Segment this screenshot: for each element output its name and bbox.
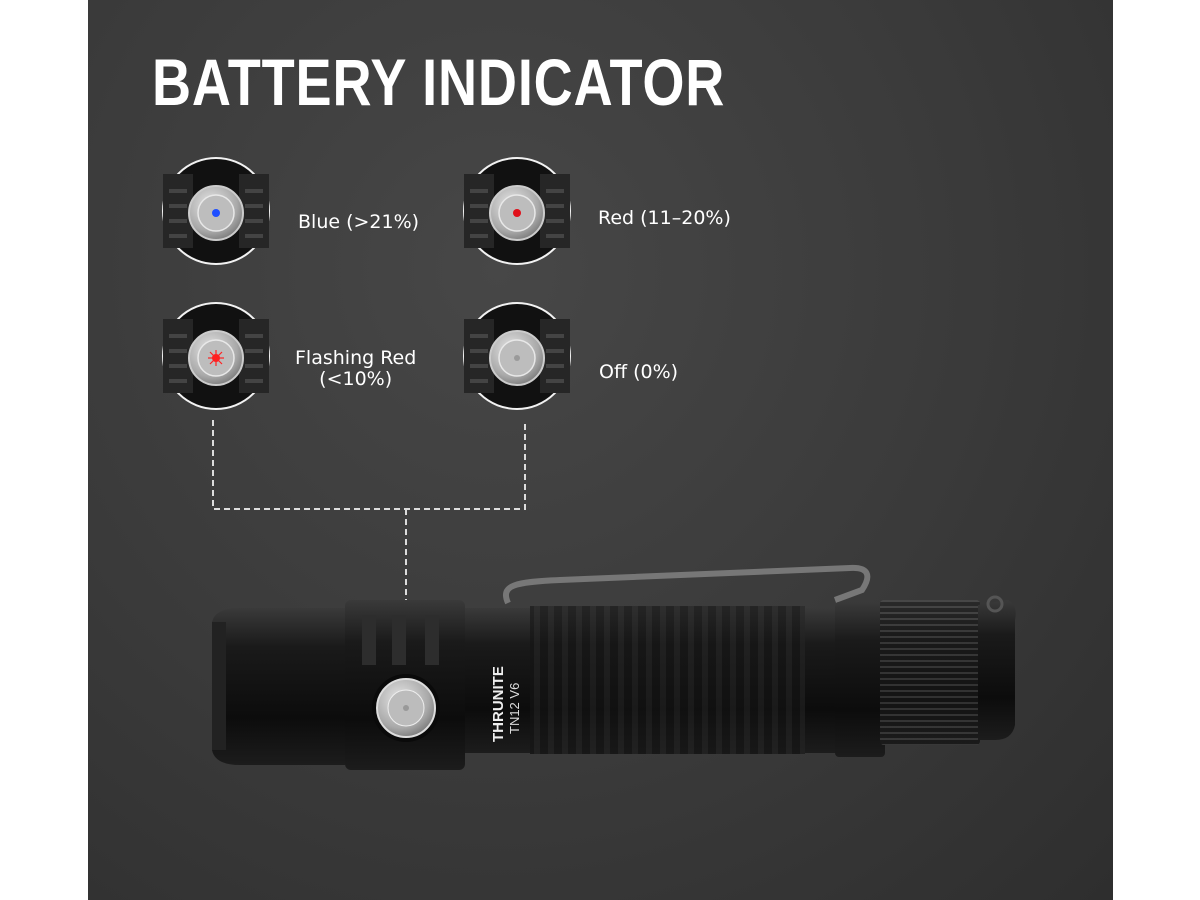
indicator-label: Blue (>21%): [298, 211, 420, 233]
indicator-label-line2: (<10%): [319, 368, 393, 390]
indicator-blue: [161, 156, 271, 266]
indicator-label: Off (0%): [599, 361, 679, 383]
indicator-off: [462, 301, 572, 411]
page-title: BATTERY INDICATOR: [152, 45, 726, 119]
flashing-led-icon: [208, 350, 224, 366]
product-banner: [88, 0, 1113, 900]
indicator-red: [462, 156, 572, 266]
led-dot-icon: [513, 209, 521, 217]
indicator-label: Red (11–20%): [598, 207, 731, 229]
button-closeup-image: [161, 156, 271, 266]
led-dot-icon: [212, 209, 220, 217]
indicator-label: Flashing Red (<10%): [295, 348, 416, 390]
button-closeup-image: [161, 301, 271, 411]
led-dot-icon: [514, 355, 520, 361]
indicator-flashing-red: [161, 301, 271, 411]
button-closeup-image: [462, 156, 572, 266]
indicator-label-line1: Flashing Red: [295, 347, 417, 369]
button-closeup-image: [462, 301, 572, 411]
